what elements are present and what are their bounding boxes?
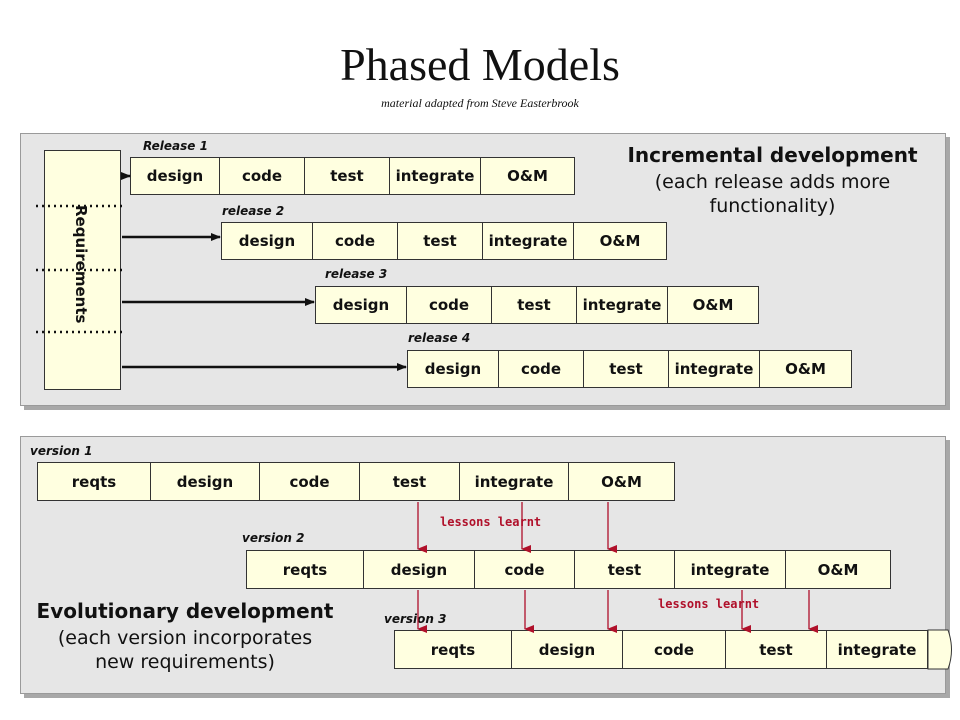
version-1-om: O&M (568, 462, 675, 501)
release-1-integrate: integrate (389, 157, 481, 195)
release-3-test: test (491, 286, 577, 324)
release-2-design: design (221, 222, 313, 260)
release-4-test: test (583, 350, 669, 388)
version-1-integrate: integrate (459, 462, 569, 501)
release-label-2: release 2 (222, 204, 285, 218)
evolutionary-heading: Evolutionary development (36, 599, 334, 623)
release-label-1: Release 1 (143, 139, 208, 153)
release-label-4: release 4 (408, 331, 471, 345)
release-4-om: O&M (759, 350, 852, 388)
evolutionary-description-1: (each version incorporates (57, 627, 313, 649)
release-label-3: release 3 (325, 267, 388, 281)
release-2-integrate: integrate (482, 222, 574, 260)
version-1-design: design (150, 462, 260, 501)
version-1-test: test (359, 462, 460, 501)
incremental-description-2: functionality) (709, 195, 836, 217)
release-4-design: design (407, 350, 499, 388)
version-3-truncated-cell (927, 629, 952, 670)
release-1-design: design (130, 157, 220, 195)
version-1-code: code (259, 462, 360, 501)
version-2-integrate: integrate (674, 550, 786, 589)
release-2-test: test (397, 222, 483, 260)
incremental-heading: Incremental development (627, 143, 918, 167)
version-3-design: design (511, 630, 623, 669)
page-subtitle: material adapted from Steve Easterbrook (381, 96, 579, 110)
version-3-test: test (725, 630, 827, 669)
release-4-integrate: integrate (668, 350, 760, 388)
version-3-reqts: reqts (394, 630, 512, 669)
version-label-3: version 3 (384, 612, 447, 626)
release-3-design: design (315, 286, 407, 324)
release-arrows (121, 172, 407, 371)
version-3-code: code (622, 630, 726, 669)
lessons-arrows (417, 502, 818, 633)
requirements-dividers (36, 204, 126, 334)
release-3-code: code (406, 286, 492, 324)
page-title: Phased Models (340, 39, 620, 90)
release-2-om: O&M (573, 222, 667, 260)
version-label-1: version 1 (30, 444, 93, 458)
release-1-code: code (219, 157, 305, 195)
incremental-description-1: (each release adds more (654, 171, 891, 193)
release-3-om: O&M (667, 286, 759, 324)
version-1-reqts: reqts (37, 462, 151, 501)
version-3-integrate: integrate (826, 630, 928, 669)
version-2-code: code (474, 550, 575, 589)
release-2-code: code (312, 222, 398, 260)
evolutionary-description-2: new requirements) (95, 651, 275, 673)
lessons-learnt-label-2: lessons learnt (658, 597, 760, 611)
release-1-test: test (304, 157, 390, 195)
version-label-2: version 2 (242, 531, 305, 545)
version-2-reqts: reqts (246, 550, 364, 589)
lessons-learnt-label-1: lessons learnt (440, 515, 542, 529)
requirements-label: Requirements (72, 205, 90, 324)
release-4-code: code (498, 350, 584, 388)
version-2-om: O&M (785, 550, 891, 589)
release-1-om: O&M (480, 157, 575, 195)
